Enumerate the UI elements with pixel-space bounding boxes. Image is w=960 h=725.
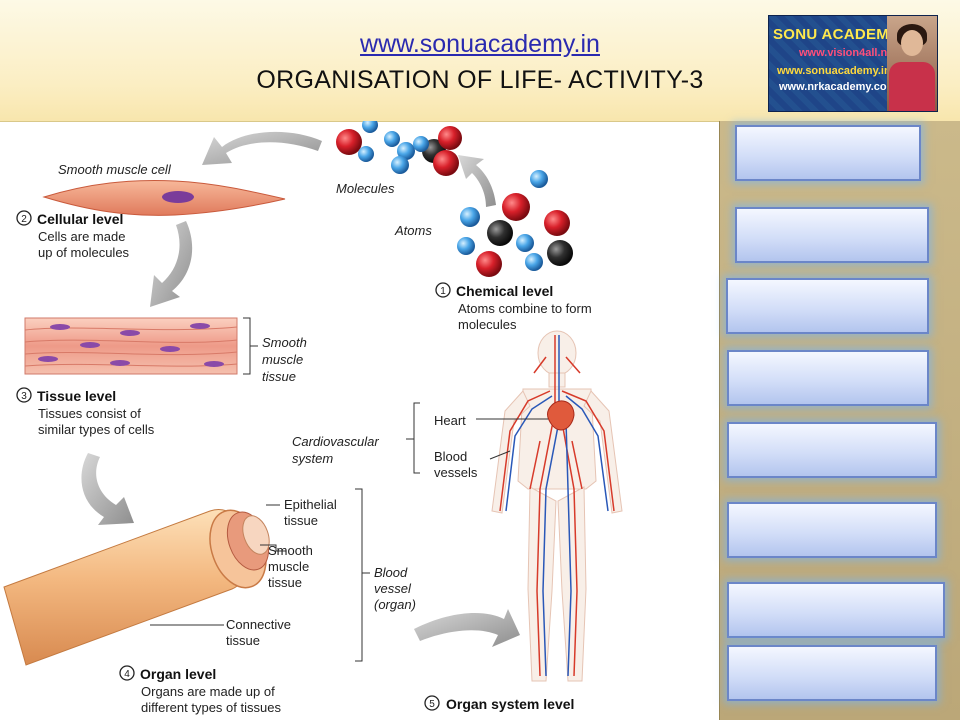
epithelial-tissue-label-1: Epithelial (284, 497, 337, 512)
answer-box-1[interactable] (735, 125, 921, 181)
answer-box-7[interactable] (727, 582, 945, 638)
molecules-illustration (336, 117, 462, 176)
svg-text:5: 5 (429, 699, 435, 710)
arrow-atoms-to-molecules-icon (458, 155, 496, 207)
svg-text:3: 3 (21, 391, 27, 402)
logo-photo-shirt (889, 62, 935, 111)
blood-vessels-label-2: vessels (434, 465, 478, 480)
connective-tissue-label-1: Connective (226, 617, 291, 632)
cellular-level-title: Cellular level (37, 211, 123, 227)
vessel-smooth-muscle-label-1: Smooth (268, 543, 313, 558)
cardiovascular-system-label-1: Cardiovascular (292, 434, 379, 449)
blood-vessel-organ-label-3: (organ) (374, 597, 416, 612)
tissue-level-title: Tissue level (37, 388, 116, 404)
chemical-level-caption: 1 Chemical level Atoms combine to form m… (435, 282, 592, 332)
answer-box-8[interactable] (727, 645, 937, 701)
organ-level-title: Organ level (140, 666, 216, 682)
svg-text:Atoms combine to form: Atoms combine to form (458, 301, 592, 316)
svg-text:2: 2 (21, 214, 27, 225)
atoms-label: Atoms (394, 223, 432, 238)
arrow-organ-to-system-icon (414, 609, 520, 647)
logo-brand: SONU ACADEMY (773, 26, 900, 43)
svg-text:molecules: molecules (458, 317, 517, 332)
site-link[interactable]: www.sonuacademy.in (360, 30, 600, 58)
molecules-label: Molecules (336, 181, 395, 196)
svg-text:Cells are made: Cells are made (38, 229, 125, 244)
answer-box-6[interactable] (727, 502, 937, 558)
slide-title: ORGANISATION OF LIFE- ACTIVITY-3 (256, 66, 704, 94)
answer-box-5[interactable] (727, 422, 937, 478)
cardiovascular-system-illustration (491, 330, 623, 682)
svg-text:different types of tissues: different types of tissues (141, 700, 281, 715)
epithelial-tissue-label-2: tissue (284, 513, 318, 528)
vessel-smooth-muscle-label-3: tissue (268, 575, 302, 590)
svg-text:4: 4 (124, 669, 130, 680)
smooth-muscle-tissue-label-3: tissue (262, 369, 296, 384)
blood-vessels-label-1: Blood (434, 449, 467, 464)
blood-vessel-organ-label-1: Blood (374, 565, 408, 580)
logo-photo-face (901, 30, 923, 56)
organ-system-level-caption: 5 Organ system level (424, 695, 574, 712)
svg-text:Organs are made up of: Organs are made up of (141, 684, 275, 699)
slide-header: www.sonuacademy.in ORGANISATION OF LIFE-… (0, 0, 960, 122)
vessel-smooth-muscle-label-2: muscle (268, 559, 309, 574)
svg-text:up of molecules: up of molecules (38, 245, 130, 260)
smooth-muscle-tissue-label-2: muscle (262, 352, 303, 367)
organ-system-level-title: Organ system level (446, 696, 574, 712)
heart-label: Heart (434, 413, 466, 428)
svg-text:Tissues consist of: Tissues consist of (38, 406, 141, 421)
arrow-cell-to-tissue-icon (150, 221, 193, 307)
svg-text:similar types of cells: similar types of cells (38, 422, 155, 437)
blood-vessel-organ-label-2: vessel (374, 581, 412, 596)
answer-box-4[interactable] (727, 350, 929, 406)
system-leader-lines (406, 402, 548, 474)
answer-box-2[interactable] (735, 207, 929, 263)
atoms-illustration (457, 170, 573, 277)
logo-photo (887, 16, 937, 111)
smooth-muscle-cell-label: Smooth muscle cell (58, 162, 172, 177)
cardiovascular-system-label-2: system (292, 451, 333, 466)
logo-line-3: www.nrkacademy.com (779, 81, 897, 93)
answer-box-3[interactable] (726, 278, 929, 334)
arrow-tissue-to-organ-icon (81, 453, 134, 525)
academy-logo: SONU ACADEMY www.vision4all.net www.sonu… (768, 15, 938, 112)
smooth-muscle-tissue-illustration (24, 317, 258, 375)
logo-line-1: www.vision4all.net (799, 47, 898, 59)
arrow-molecules-to-cell-icon (202, 131, 322, 165)
smooth-muscle-cell-illustration (42, 180, 286, 216)
levels-of-organization-figure: Molecules Atoms 1 Chemical level Atoms c… (0, 117, 719, 720)
smooth-muscle-tissue-label-1: Smooth (262, 335, 307, 350)
blood-vessel-illustration (3, 488, 370, 666)
cellular-level-caption: 2 Cellular level Cells are made up of mo… (16, 210, 130, 260)
connective-tissue-label-2: tissue (226, 633, 260, 648)
logo-line-2: www.sonuacademy.in (777, 65, 891, 77)
svg-text:1: 1 (440, 286, 446, 297)
tissue-level-caption: 3 Tissue level Tissues consist of simila… (16, 387, 155, 437)
organ-level-caption: 4 Organ level Organs are made up of diff… (119, 665, 281, 715)
chemical-level-title: Chemical level (456, 283, 553, 299)
answer-panel (719, 121, 960, 720)
figure-svg: Molecules Atoms 1 Chemical level Atoms c… (3, 117, 623, 715)
